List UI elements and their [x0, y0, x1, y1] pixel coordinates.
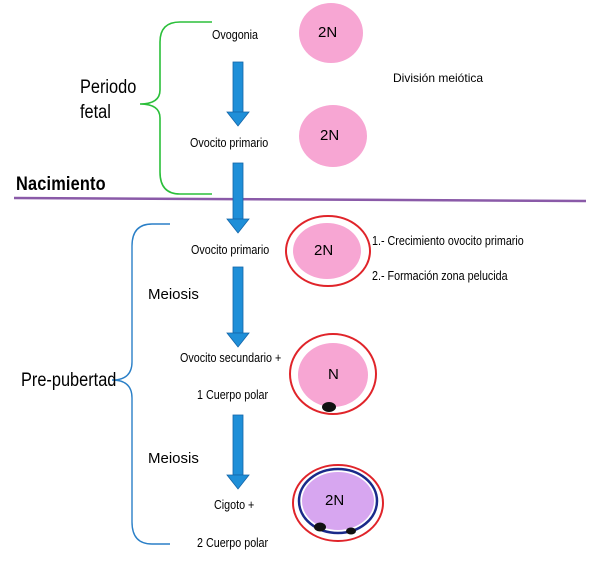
zygote-membrane [297, 467, 379, 535]
cell-label-ovocito-primario-fetal: 2N [320, 127, 340, 144]
cell-ovocito-primario [293, 223, 361, 279]
stage-label-cigoto: Cigoto + [214, 498, 255, 512]
polar-body-1 [322, 402, 336, 412]
note-zona-pelucida: 2.- Formación zona pelucida [372, 269, 508, 283]
zone-ring-secundario [289, 333, 377, 415]
fetal-brace [139, 21, 212, 195]
arrow-1 [226, 61, 250, 127]
prepubertad-brace [111, 223, 170, 545]
cell-label-ovocito-primario: 2N [314, 242, 334, 259]
stage-label-ovocito-secundario: Ovocito secundario + [180, 351, 282, 365]
nacimiento-label: Nacimiento [16, 174, 106, 195]
stage-label-cuerpo-polar-1: 1 Cuerpo polar [197, 388, 269, 402]
cell-cigoto [302, 472, 374, 530]
stage-label-ovocito-primario-fetal: Ovocito primario [190, 136, 269, 150]
cell-ovogonia [299, 3, 363, 63]
cell-label-ovocito-secundario: N [328, 366, 339, 383]
polar-body-2b [346, 527, 356, 535]
cell-ovocito-primario-fetal [299, 105, 367, 167]
arrow-2 [226, 162, 250, 234]
stage-label-ovogonia: Ovogonia [212, 28, 259, 42]
stage-label-ovocito-primario: Ovocito primario [191, 243, 270, 257]
pre-pubertad-label: Pre-pubertad [21, 370, 117, 391]
birth-divider-line [13, 196, 587, 203]
note-crecimiento: 1.- Crecimiento ovocito primario [372, 234, 524, 248]
arrow-3 [226, 266, 250, 348]
zone-ring-primario [285, 215, 371, 287]
zone-ring-cigoto [292, 464, 384, 542]
cell-label-cigoto: 2N [325, 492, 345, 509]
periodo-fetal-label-line2: fetal [80, 102, 111, 123]
arrow-4 [226, 414, 250, 490]
stage-label-cuerpo-polar-2: 2 Cuerpo polar [197, 536, 269, 550]
polar-body-2a [314, 522, 326, 532]
meiosis-label-2: Meiosis [148, 450, 199, 467]
division-meiotica-label: División meiótica [393, 71, 484, 85]
cell-ovocito-secundario [298, 343, 368, 407]
meiosis-label-1: Meiosis [148, 286, 199, 303]
periodo-fetal-label-line1: Periodo [80, 77, 137, 98]
cell-label-ovogonia: 2N [318, 24, 338, 41]
